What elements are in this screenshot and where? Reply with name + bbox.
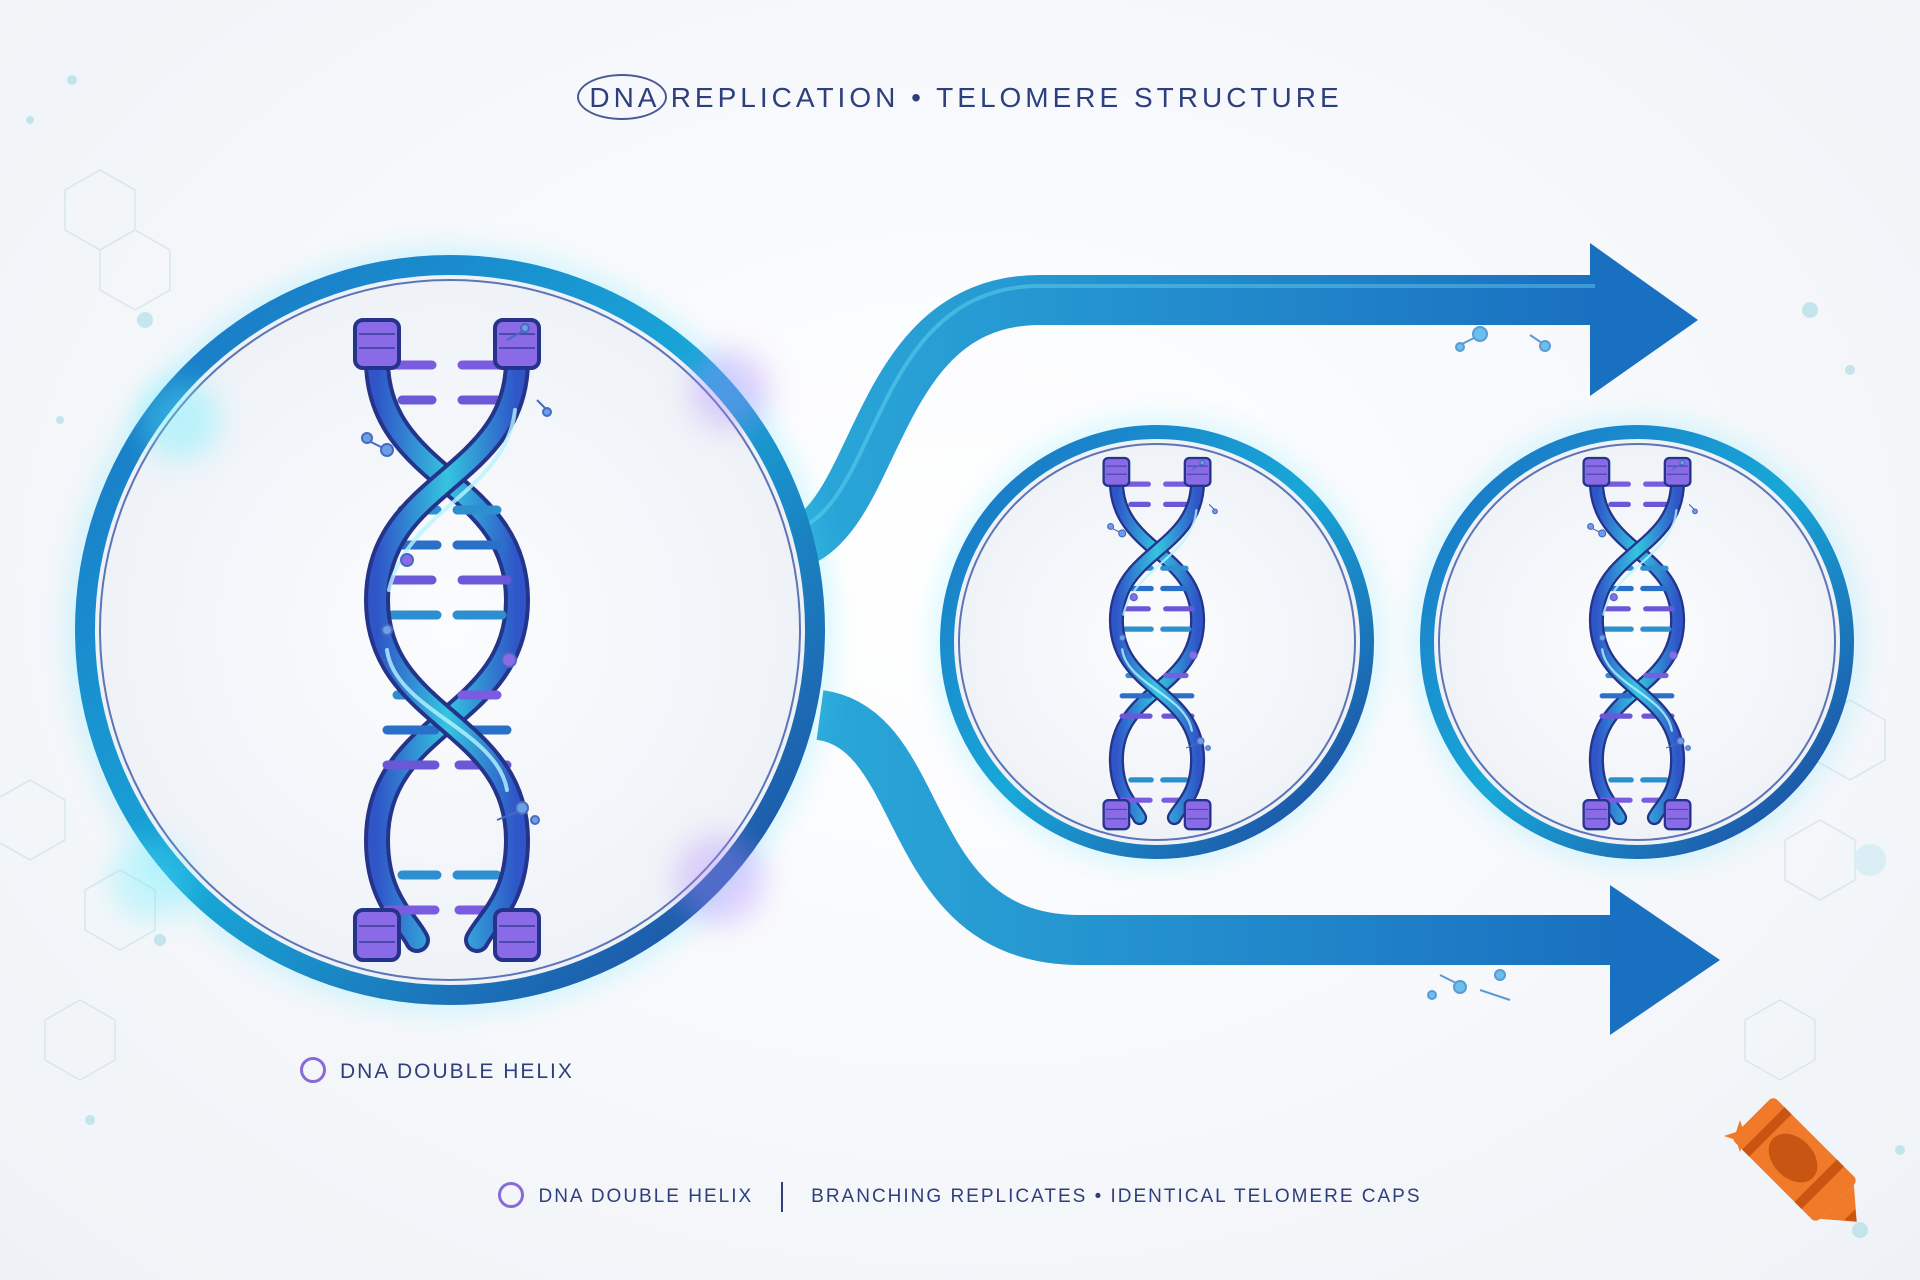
caption-left: DNA DOUBLE HELIX [538,1186,754,1208]
footer-caption: DNA DOUBLE HELIX BRANCHING REPLICATES • I… [0,1182,1920,1212]
crayon-icon [1724,1098,1857,1222]
replicate-circle-1 [935,420,1379,864]
parent-helix-label: DNA DOUBLE HELIX [300,1057,574,1084]
caption-right: BRANCHING REPLICATES • IDENTICAL TELOMER… [811,1186,1422,1208]
title-ring-decoration [577,74,668,120]
caption-divider [781,1182,784,1212]
parent-helix-circle [70,250,830,1010]
page-title: DNA REPLICATION • TELOMERE STRUCTURE [0,74,1920,120]
circle-mark-icon [300,1057,326,1084]
replicate-circle-2 [1415,420,1859,864]
circle-mark-icon [498,1182,525,1208]
branch-arrows [791,243,1720,1035]
background-hex-network [0,169,1886,1081]
